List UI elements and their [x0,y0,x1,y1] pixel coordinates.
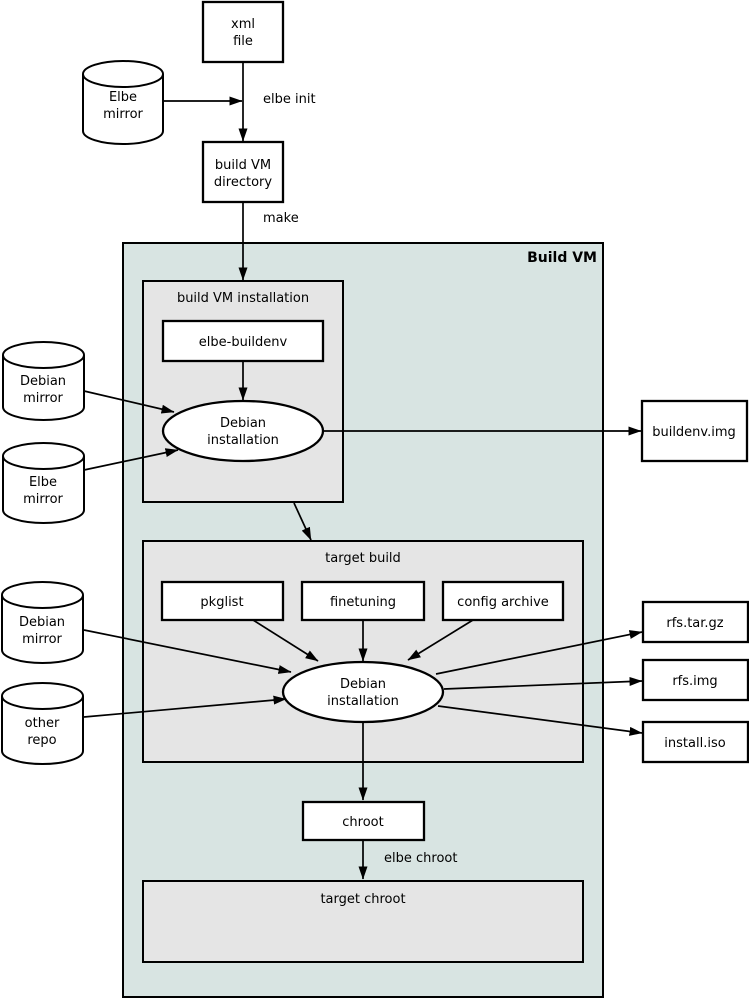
other-repo-label-line1: other [25,716,60,731]
debian-installation-target-label-line2: installation [327,694,399,709]
edge-label-elbe-chroot: elbe chroot [384,851,457,866]
debian-installation-target-label-line1: Debian [340,677,386,692]
buildenv-img-node [640,399,749,463]
elbe-mirror-top-label-line1: Elbe [109,90,137,105]
debian-mirror-mid-label-line2: mirror [23,391,63,406]
elbe-mirror-top-cylinder [82,60,164,145]
elbe-mirror-mid-label-line1: Elbe [29,475,57,490]
debian-installation-build-label-line2: installation [207,433,279,448]
debian-mirror-mid-cylinder-lid [2,354,85,369]
edge-elbe-mirror-to-debian-installation-build [83,448,179,471]
debian-mirror-low-cylinder-lid [1,594,84,609]
edge-debian-mirror-to-debian-installation-build [83,390,175,414]
install-iso-label: install.iso [664,736,725,751]
edge-pkglist-to-debian-installation [252,619,319,662]
debian-mirror-mid-cylinder [2,341,85,421]
edge-debian-mirror-to-debian-installation-target [83,629,292,674]
edge-debian-installation-to-rfs-tar-gz [435,630,643,675]
chroot-node [301,800,426,842]
rfs-tar-gz-node [641,600,749,644]
rfs-tar-gz-label: rfs.tar.gz [666,616,723,631]
xml-file-label-line1: xml [231,17,255,32]
elbe-mirror-top-label-line2: mirror [103,107,143,122]
rfs-img-node [641,658,749,702]
debian-mirror-low-cylinder [1,581,84,664]
debian-mirror-mid-label-line1: Debian [20,374,66,389]
edge-installation-to-target-build [293,502,312,541]
build-vm-installation-title: build VM installation [177,291,309,306]
edge-other-repo-to-debian-installation-target [83,695,287,718]
pkglist-node [160,580,285,622]
elbe-mirror-top-cylinder-lid [82,73,164,88]
buildenv-img-label: buildenv.img [652,425,736,440]
debian-installation-target-node [281,660,445,724]
edge-label-elbe-init: elbe init [263,92,316,107]
debian-mirror-low-label-line2: mirror [22,632,62,647]
xml-file-node [201,0,285,64]
elbe-buildenv-label: elbe-buildenv [199,335,288,350]
build-vm-container-label: Build VM [527,250,597,266]
finetuning-node [300,580,426,622]
target-chroot-title: target chroot [320,892,405,907]
other-repo-cylinder [1,682,84,765]
install-iso-node [641,720,749,764]
edge-config-archive-to-debian-installation [407,619,474,661]
debian-installation-build-node [161,399,325,463]
elbe-mirror-mid-cylinder [2,442,85,524]
build-vm-directory-label-line1: build VM [215,158,271,173]
elbe-buildenv-node [161,319,325,363]
rfs-img-label: rfs.img [672,674,717,689]
edge-debian-installation-to-install-iso [437,705,643,736]
edge-label-make: make [263,211,299,226]
other-repo-label-line2: repo [27,733,56,748]
xml-file-label-line2: file [233,34,253,49]
config-archive-node [441,580,565,622]
elbe-mirror-mid-label-line2: mirror [23,492,63,507]
debian-installation-build-label-line1: Debian [220,416,266,431]
build-vm-directory-node [201,140,285,204]
target-chroot-group [142,880,584,963]
target-build-title: target build [325,551,401,566]
config-archive-label: config archive [457,595,549,610]
pkglist-label: pkglist [200,595,243,610]
elbe-mirror-mid-cylinder-lid [2,455,85,470]
build-vm-directory-label-line2: directory [214,175,272,190]
debian-mirror-low-label-line1: Debian [19,615,65,630]
edge-debian-installation-to-rfs-img [443,677,643,690]
other-repo-cylinder-lid [1,695,84,710]
finetuning-label: finetuning [330,595,396,610]
chroot-label: chroot [342,815,383,830]
